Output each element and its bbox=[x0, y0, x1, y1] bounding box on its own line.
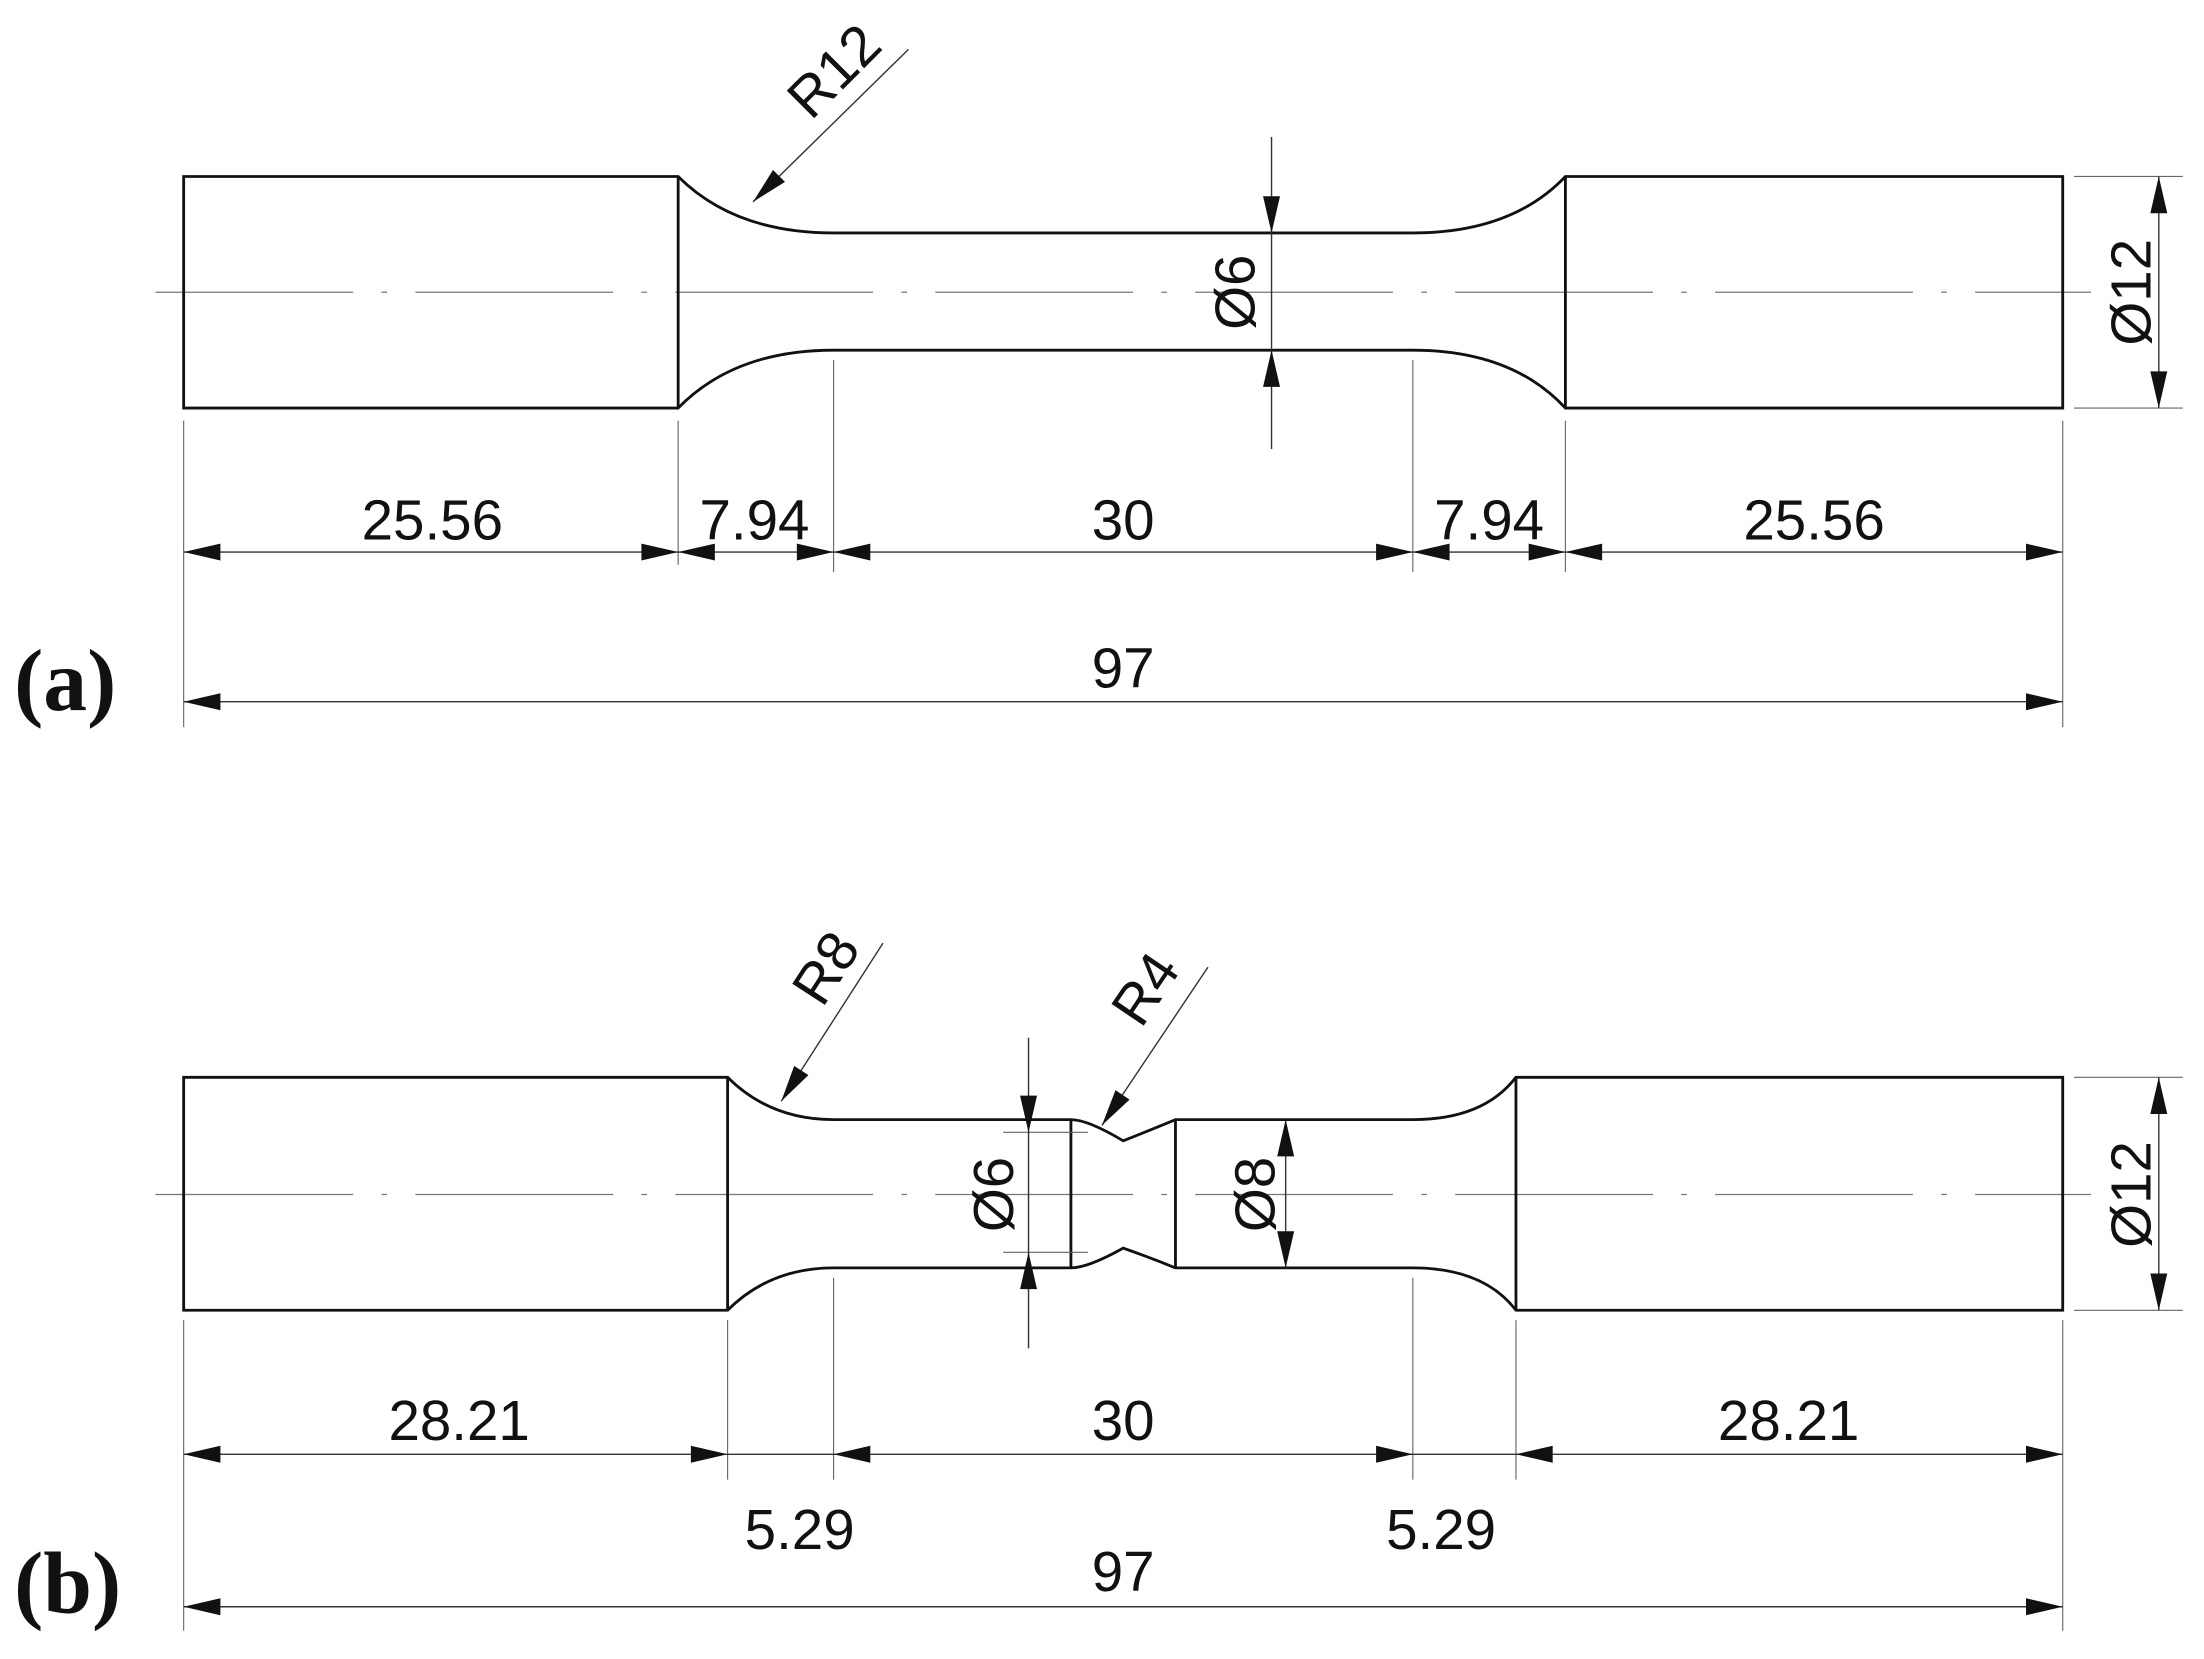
dim-grip-left: 28.21 bbox=[388, 1389, 529, 1452]
dim-gauge: 30 bbox=[1092, 488, 1155, 551]
dim-grip-right: 25.56 bbox=[1743, 488, 1884, 551]
panel-label-a: (a) bbox=[14, 632, 116, 729]
panel-b: 28.21 5.29 30 5.29 28.21 97 Ø6 Ø8 Ø12 R8… bbox=[14, 920, 2183, 1631]
dim-notch-diameter: Ø6 bbox=[962, 1157, 1025, 1232]
dim-grip-right: 28.21 bbox=[1718, 1389, 1859, 1452]
extension-lines bbox=[183, 1076, 2183, 1631]
panel-a: 25.56 7.94 30 7.94 25.56 97 Ø6 Ø12 R12 (… bbox=[14, 12, 2183, 729]
dim-gauge-diameter: Ø8 bbox=[1223, 1157, 1286, 1232]
dim-grip-diameter: Ø12 bbox=[2099, 1141, 2162, 1248]
panel-label-b: (b) bbox=[14, 1534, 121, 1631]
specimen-b-outline bbox=[182, 1075, 2065, 1312]
dim-fillet-left: 7.94 bbox=[699, 488, 809, 551]
dim-gauge: 30 bbox=[1092, 1389, 1155, 1452]
dim-fillet-radius: R12 bbox=[775, 12, 893, 130]
dim-fillet-right: 5.29 bbox=[1386, 1498, 1496, 1561]
dim-fillet-radius: R8 bbox=[780, 920, 872, 1015]
specimen-a-outline bbox=[182, 175, 2065, 410]
dim-fillet-right: 7.94 bbox=[1434, 488, 1544, 551]
dim-total: 97 bbox=[1092, 1540, 1155, 1603]
dim-grip-diameter: Ø12 bbox=[2099, 239, 2162, 346]
dim-notch-radius: R4 bbox=[1099, 941, 1192, 1036]
dim-gauge-diameter: Ø6 bbox=[1204, 255, 1267, 330]
dim-grip-left: 25.56 bbox=[362, 488, 503, 551]
dim-total: 97 bbox=[1092, 637, 1155, 700]
dim-fillet-left: 5.29 bbox=[745, 1498, 855, 1561]
extension-lines bbox=[183, 175, 2183, 728]
